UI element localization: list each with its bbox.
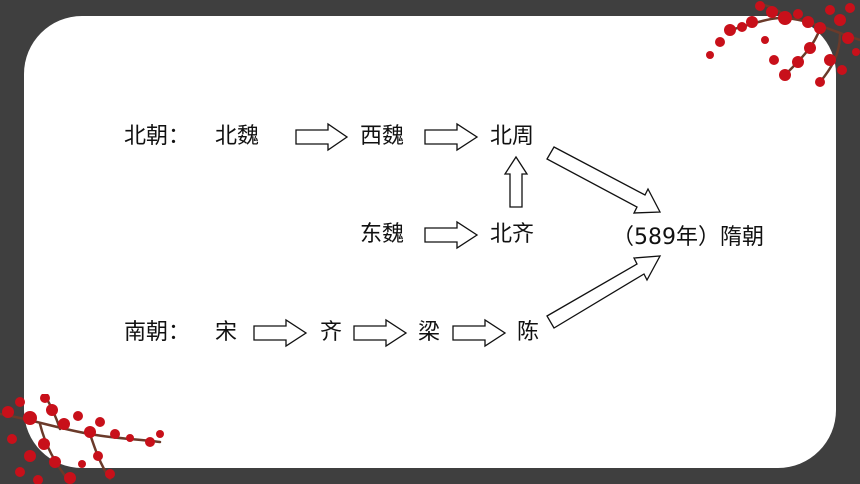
node-northern-zhou: 北周 <box>490 124 535 149</box>
plum-blossom-top-right-icon <box>706 1 860 87</box>
arrow-northern-qi-to-northern-zhou <box>503 155 529 208</box>
arrow-song-to-qi <box>253 318 308 348</box>
node-qi: 齐 <box>320 320 343 345</box>
arrow-western-wei-to-northern-zhou <box>424 122 479 152</box>
arrow-liang-to-chen <box>452 318 507 348</box>
arrow-eastern-wei-to-northern-qi <box>424 220 479 250</box>
node-song: 宋 <box>215 320 238 345</box>
node-northern-qi: 北齐 <box>490 222 535 247</box>
south-dynasties-label: 南朝： <box>124 320 191 345</box>
node-chen: 陈 <box>517 320 540 345</box>
node-northern-wei: 北魏 <box>215 124 260 149</box>
north-dynasties-label: 北朝： <box>124 124 191 149</box>
arrow-northern-wei-to-western-wei <box>295 122 349 152</box>
arrow-chen-to-sui <box>546 255 662 329</box>
node-western-wei: 西魏 <box>360 124 405 149</box>
arrow-northern-zhou-to-sui <box>546 146 662 214</box>
node-eastern-wei: 东魏 <box>360 222 405 247</box>
plum-blossom-bottom-left-icon <box>0 394 164 484</box>
node-sui: （589年）隋朝 <box>612 225 764 250</box>
arrow-qi-to-liang <box>353 318 408 348</box>
node-liang: 梁 <box>418 320 441 345</box>
